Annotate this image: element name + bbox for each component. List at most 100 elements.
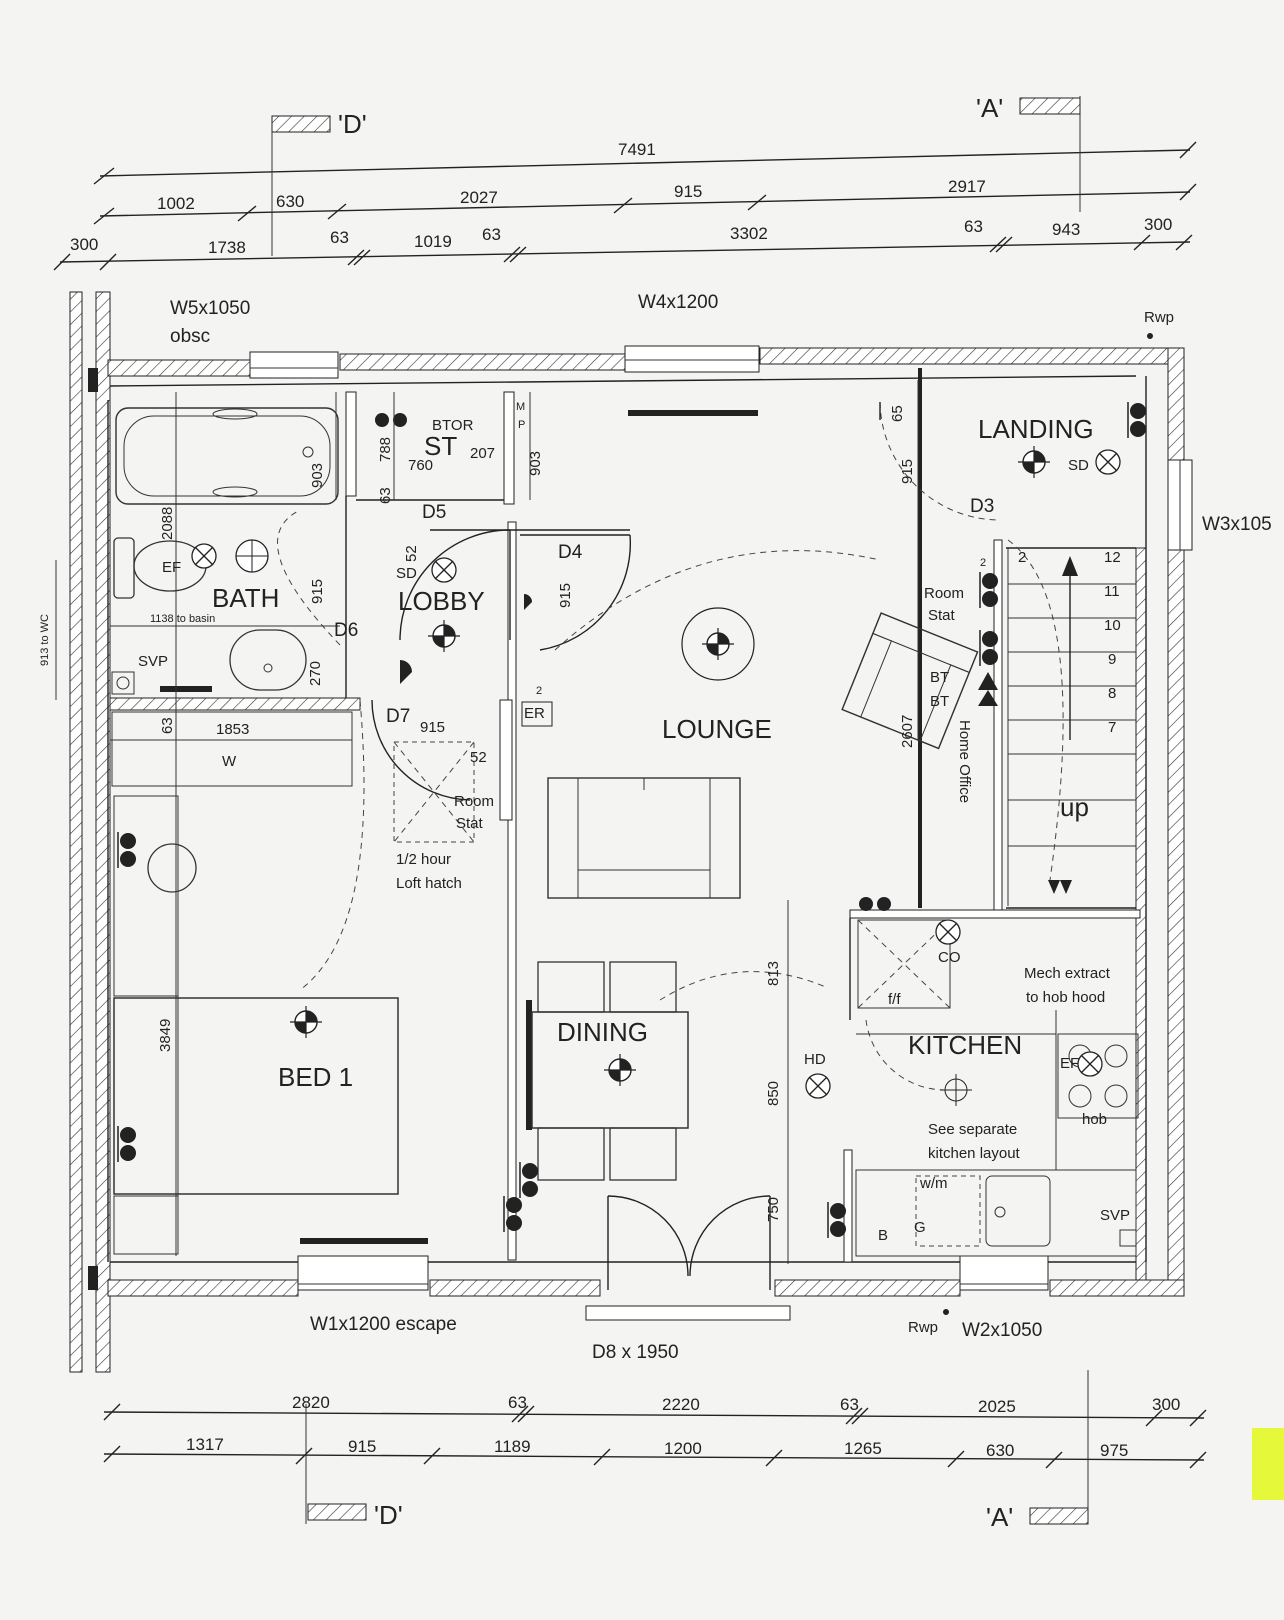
stair-2: 2 (1018, 549, 1026, 566)
door-labels: D3 D4 D5 D6 D7 (334, 496, 994, 727)
label-w: W (222, 753, 237, 770)
light-dining-icon (603, 1053, 637, 1087)
label-g: G (914, 1219, 926, 1236)
label-d3: D3 (970, 496, 994, 517)
label-p: P (518, 419, 525, 431)
dim-813: 813 (765, 961, 782, 986)
kitchen-units (855, 919, 1139, 1257)
dim-3302: 3302 (730, 224, 768, 243)
room-bed1: BED 1 (278, 1062, 353, 1092)
dim-915: 915 (674, 182, 702, 201)
label-sd-landing: SD (1068, 457, 1089, 474)
heat-detector-icon (805, 1073, 831, 1099)
label-rwp-bottom: Rwp (908, 1319, 938, 1336)
label-ef-bath: EF (162, 559, 181, 576)
label-hd: HD (804, 1051, 826, 1068)
window-w5 (249, 351, 339, 379)
bottom-dimension-text: 2820 63 2220 63 2025 300 1317 915 1189 1… (186, 1393, 1180, 1460)
dim-52b: 52 (470, 749, 487, 766)
dim-7491: 7491 (618, 140, 656, 159)
stair-11: 11 (1104, 583, 1120, 600)
section-marker-d-bottom: 'D' (307, 1500, 403, 1530)
label-w3: W3x105 (1202, 514, 1272, 535)
room-dining: DINING (557, 1017, 648, 1047)
label-m: M (516, 401, 525, 413)
dim-903a: 903 (309, 463, 326, 488)
label-two-b: 2 (536, 685, 542, 697)
dim-63-bed: 63 (159, 717, 176, 734)
label-d6: D6 (334, 620, 358, 641)
dim-63e: 63 (840, 1395, 859, 1414)
note-basin: 1138 to basin (150, 613, 215, 625)
room-lobby: LOBBY (398, 586, 485, 616)
dim-1317: 1317 (186, 1435, 224, 1454)
external-walls (69, 291, 1185, 1373)
dim-300b: 300 (1144, 215, 1172, 234)
dim-63d: 63 (508, 1393, 527, 1412)
note-kitchen-layout-1: See separate (928, 1121, 1017, 1138)
dim-2607: 2607 (899, 715, 916, 748)
internal-dim-lines (110, 380, 919, 1264)
section-marker-a-bottom: 'A' (986, 1502, 1089, 1532)
window-w4 (624, 345, 760, 373)
staircase (1007, 548, 1136, 906)
notes: Room Stat Room Stat 1/2 hour Loft hatch … (39, 560, 1111, 1162)
note-up: up (1060, 792, 1089, 822)
dim-1853: 1853 (216, 721, 249, 738)
top-dimension-text: 7491 1002 630 2027 915 2917 300 1738 63 … (70, 140, 1172, 257)
loft-hatch (393, 741, 475, 843)
room-kitchen: KITCHEN (908, 1030, 1022, 1060)
note-room-stat-b2: Stat (456, 815, 484, 832)
dim-1002: 1002 (157, 194, 195, 213)
stair-7: 7 (1108, 719, 1116, 736)
section-marker-a-top: 'A' (976, 93, 1081, 123)
dim-1738: 1738 (208, 238, 246, 257)
stair-9: 9 (1108, 651, 1116, 668)
co-detector-icon (935, 919, 961, 945)
note-mech-1: Mech extract (1024, 965, 1111, 982)
label-co: CO (938, 949, 961, 966)
stair-12: 12 (1104, 549, 1121, 566)
internal-dim-text: 903 2088 915 788 63 760 207 903 52 915 2… (157, 405, 916, 1222)
lights (289, 445, 1051, 1087)
dim-2025: 2025 (978, 1397, 1016, 1416)
dim-300c: 300 (1152, 1395, 1180, 1414)
label-b: B (878, 1227, 888, 1244)
dim-63b: 63 (482, 225, 501, 244)
note-kitchen-layout-2: kitchen layout (928, 1145, 1021, 1162)
dim-630: 630 (276, 192, 304, 211)
dim-903b: 903 (527, 451, 544, 476)
label-ef-kitchen: EF (1060, 1055, 1079, 1072)
dim-1189: 1189 (494, 1437, 531, 1456)
armchair (841, 612, 979, 750)
smoke-detector-landing-icon (1095, 449, 1121, 475)
dim-2027: 2027 (460, 188, 498, 207)
light-lounge-icon (701, 627, 735, 661)
dining-table (531, 961, 689, 1181)
note-room-stat-a1: Room (924, 585, 964, 602)
label-d7: D7 (386, 706, 410, 727)
internal-walls (109, 368, 1141, 1263)
dim-788: 788 (377, 437, 394, 462)
label-w5: W5x1050 (170, 298, 250, 319)
label-btor: BTOR (432, 417, 474, 434)
room-st: ST (424, 431, 457, 461)
label-wm: w/m (919, 1175, 948, 1192)
dim-975: 975 (1100, 1441, 1128, 1460)
bed (111, 711, 399, 1255)
window-w3 (1167, 459, 1193, 551)
dim-915-d7: 915 (420, 719, 445, 736)
symbol-labels: BTOR SD SD EF EF SVP SVP ER CO HD f/f w/… (138, 401, 1130, 1244)
light-landing-icon (1017, 445, 1051, 479)
extract-fan-kitchen-icon (1077, 1051, 1103, 1077)
stair-10: 10 (1104, 617, 1121, 634)
door-d8 (585, 1195, 791, 1321)
room-labels: BATH LOBBY ST LANDING LOUNGE DINING KITC… (212, 414, 1094, 1092)
label-hob: hob (1082, 1111, 1107, 1128)
note-loft-2: Loft hatch (396, 875, 462, 892)
switch-icon (400, 660, 412, 684)
bottom-dimension-lines (103, 1370, 1207, 1524)
label-svp-kitchen: SVP (1100, 1207, 1130, 1224)
lounge-sofa (547, 777, 741, 899)
